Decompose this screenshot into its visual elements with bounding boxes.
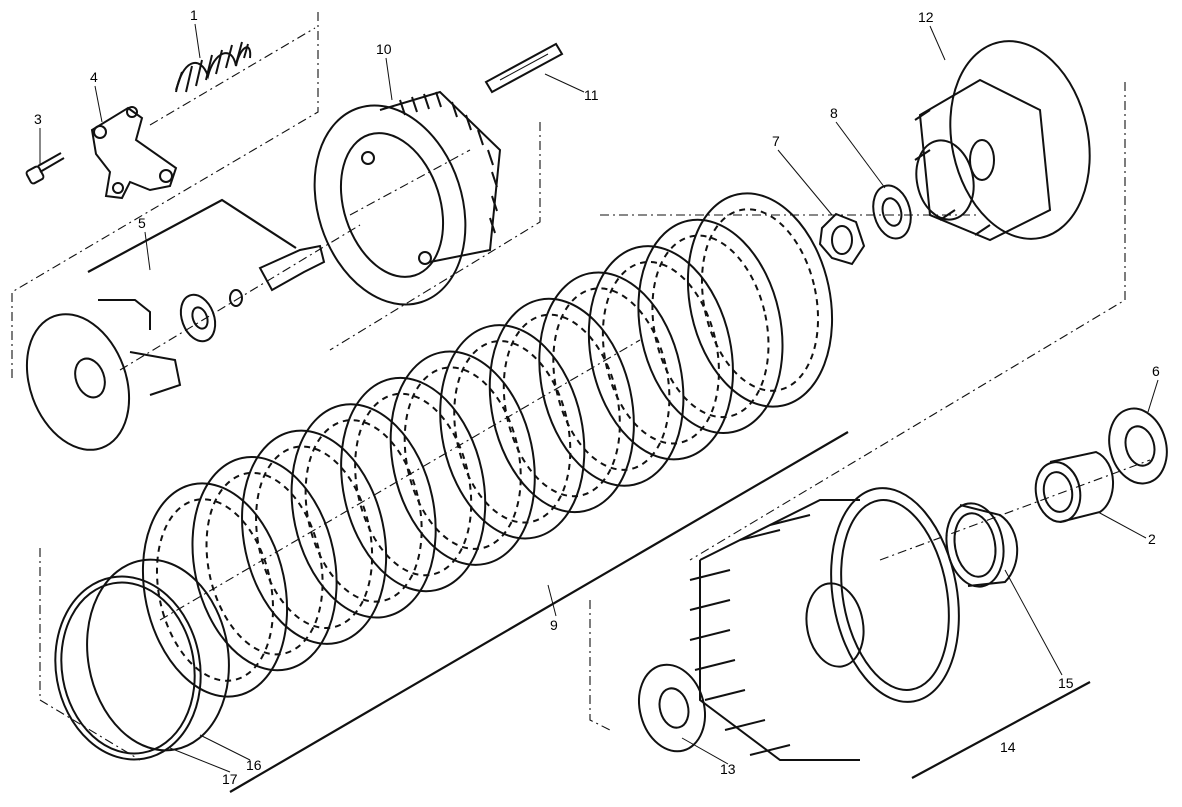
callout-3: 3 [34,111,42,127]
thrust-washer-icon [638,663,706,753]
spring-plate-icon [90,106,178,200]
clutch-disc [488,297,635,514]
callout-labels: 1 2 3 4 5 6 7 8 9 10 11 12 13 14 15 16 1… [34,7,1160,787]
clutch-disc [241,429,388,645]
callout-2: 2 [1148,531,1156,547]
clutch-disc [439,324,586,540]
circlip-icon [54,575,202,761]
callout-5: 5 [138,215,146,231]
needle-bearing-icon [945,502,1019,588]
clutch-disc [538,271,685,487]
callout-14: 14 [1000,739,1016,755]
clutch-disc [637,218,784,435]
clutch-disc [191,455,338,672]
coil-spring-icon [175,41,252,93]
pushrod-bearing-assembly-icon [25,198,326,451]
clutch-disc [686,192,834,408]
clutch-disc [290,403,437,619]
callout-10: 10 [376,41,392,57]
callout-16: 16 [246,757,262,773]
clutch-disc-pack-icon [141,192,834,698]
lock-washer-icon [872,184,912,240]
washer-icon [1108,407,1168,485]
callout-4: 4 [90,69,98,85]
callout-1: 1 [190,7,198,23]
callout-8: 8 [830,105,838,121]
callout-17: 17 [222,771,238,787]
callout-6: 6 [1152,363,1160,379]
pressure-plate-icon [313,90,502,306]
leader-lines [39,23,1159,773]
clutch-disc [141,482,289,698]
clutch-disc [340,376,487,593]
nut-icon [818,212,866,266]
callout-9: 9 [550,617,558,633]
callout-11: 11 [584,87,599,103]
callout-7: 7 [772,133,780,149]
assembly-guide-lines [11,12,1151,761]
clutch-hub-icon [914,40,1091,242]
bushing-icon [1034,450,1114,523]
clutch-housing-icon [689,487,960,761]
callout-13: 13 [720,761,736,777]
clutch-disc [587,245,734,461]
clutch-disc [389,350,536,566]
bolt-icon [25,152,65,185]
pushrod-icon [484,42,564,94]
callout-12: 12 [918,9,934,25]
callout-15: 15 [1058,675,1074,691]
